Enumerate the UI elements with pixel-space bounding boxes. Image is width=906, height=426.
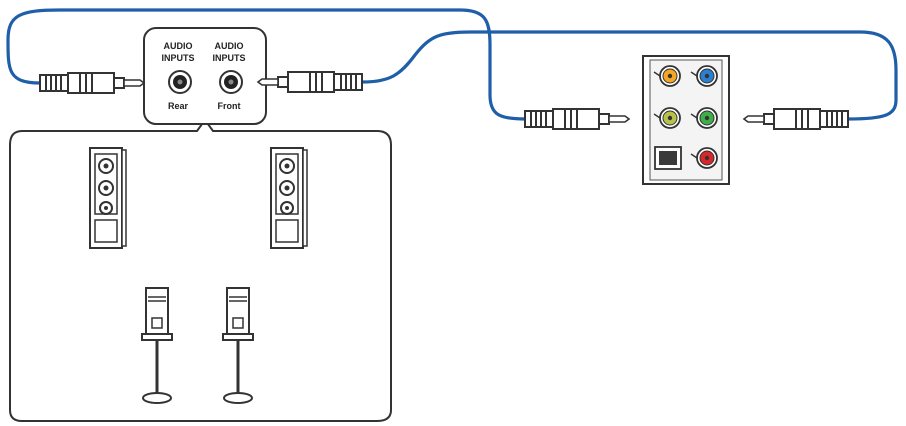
rear-jack-position: Rear bbox=[168, 101, 189, 111]
rear-audio-jack-icon[interactable] bbox=[168, 70, 192, 94]
orange-jack-icon[interactable] bbox=[653, 65, 681, 87]
left-tower-speaker-icon bbox=[89, 147, 127, 249]
front-jack-label-line2: INPUTS bbox=[212, 53, 245, 63]
right-tower-speaker-icon bbox=[270, 147, 308, 249]
cable-front bbox=[361, 30, 898, 121]
blue-jack-icon[interactable] bbox=[690, 65, 718, 87]
optical-port-icon[interactable] bbox=[654, 146, 682, 170]
green-jack-icon[interactable] bbox=[690, 107, 718, 129]
front-jack-label-line1: AUDIO bbox=[215, 41, 244, 51]
front-jack-position: Front bbox=[218, 101, 241, 111]
rear-jack-label-line1: AUDIO bbox=[164, 41, 193, 51]
red-jack-icon[interactable] bbox=[690, 147, 718, 169]
front-audio-jack-icon[interactable] bbox=[219, 70, 243, 94]
io-left-audio-plug-icon bbox=[524, 108, 630, 130]
io-right-audio-plug-icon bbox=[743, 108, 849, 130]
rear-audio-plug-icon bbox=[39, 72, 145, 94]
speaker-area bbox=[9, 118, 392, 422]
rear-jack-label-line2: INPUTS bbox=[161, 53, 194, 63]
cable-rear bbox=[6, 8, 526, 121]
speaker-input-panel bbox=[143, 27, 267, 125]
lime-jack-icon[interactable] bbox=[653, 107, 681, 129]
front-audio-plug-icon bbox=[257, 71, 363, 93]
